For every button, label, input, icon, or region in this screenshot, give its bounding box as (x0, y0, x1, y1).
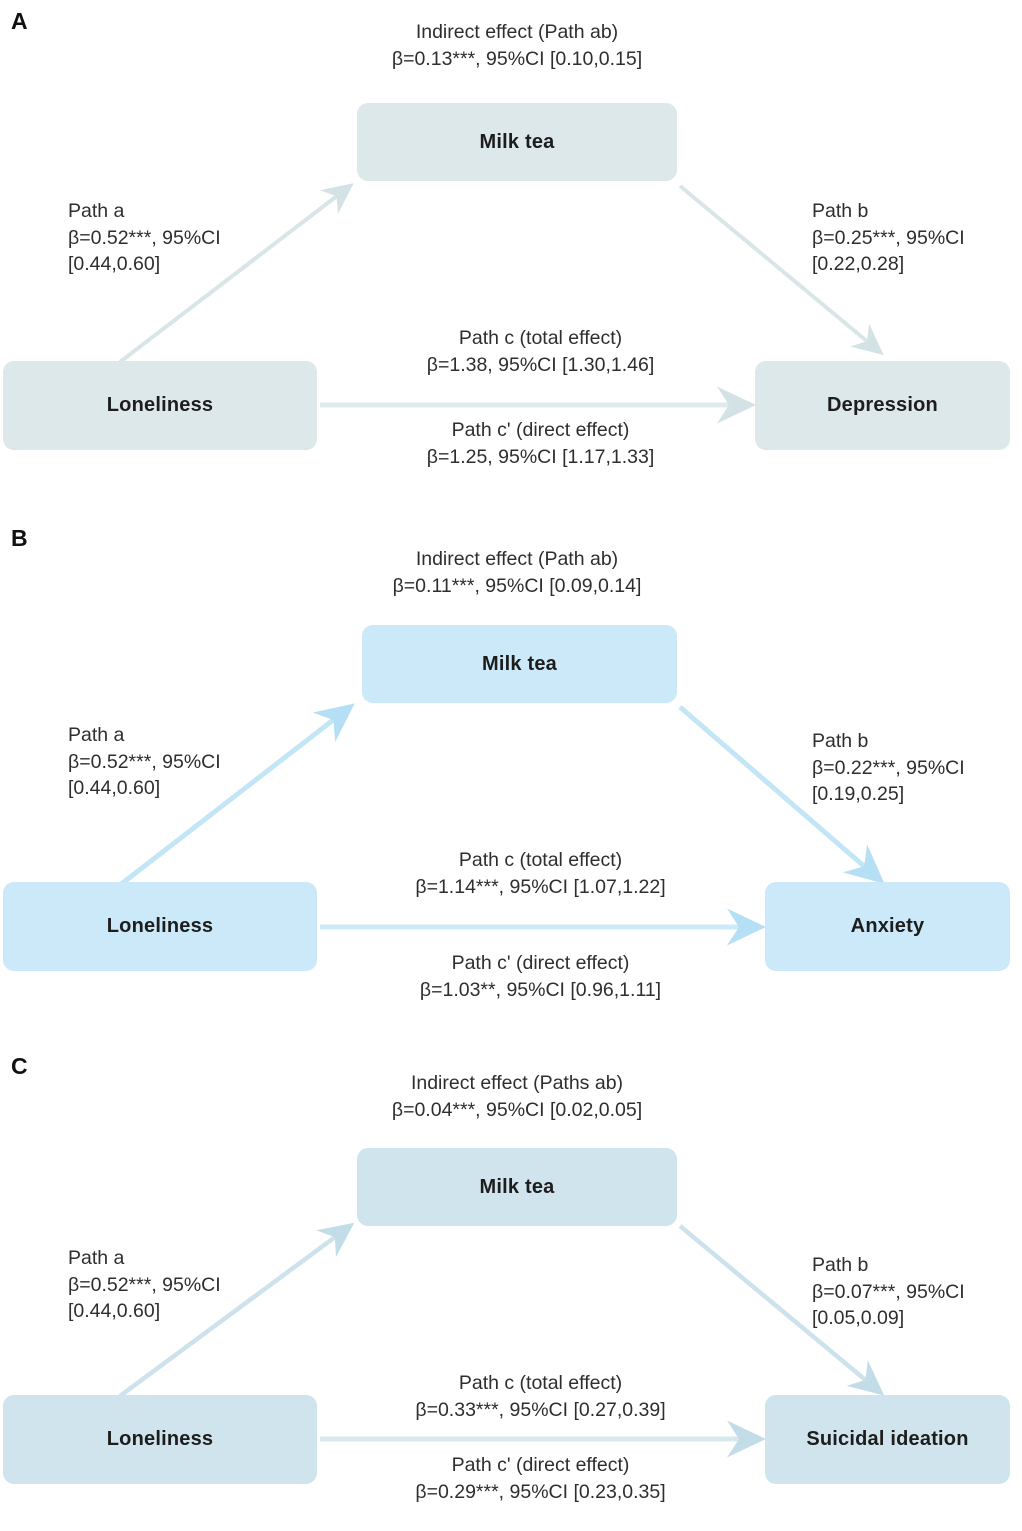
panel-c: C Milk tea Loneliness Suicidal ideation … (0, 1040, 1022, 1531)
node-outcome-anxiety: Anxiety (765, 882, 1010, 971)
arrow-path-a (118, 183, 354, 364)
panel-letter-a: A (11, 8, 29, 34)
node-label: Loneliness (106, 915, 214, 937)
node-outcome-depression: Depression (755, 361, 1010, 450)
path-b-title: Path b (812, 200, 869, 222)
panel-letter-b: B (11, 525, 29, 551)
panel-a-arrows (118, 183, 884, 424)
indirect-effect-label: Indirect effect (Path ab) β=0.13***, 95%… (311, 19, 723, 72)
node-label: Milk tea (479, 1175, 555, 1198)
path-c-stat: β=1.14***, 95%CI [1.07,1.22] (415, 875, 666, 898)
node-label: Milk tea (479, 130, 555, 153)
path-c-stat: β=0.33***, 95%CI [0.27,0.39] (415, 1398, 666, 1421)
indirect-effect-stat: β=0.13***, 95%CI [0.10,0.15] (391, 47, 643, 70)
path-a-label: Path a β=0.52***, 95%CI [0.44,0.60] (68, 198, 221, 278)
path-c-title: Path c (total effect) (458, 849, 623, 871)
path-b-stat-line2: [0.19,0.25] (812, 783, 905, 805)
path-b-stat-line2: [0.22,0.28] (812, 253, 905, 275)
indirect-effect-title: Indirect effect (Path ab) (415, 548, 619, 570)
panel-b: B Milk tea Loneliness Anxiety Indirect e… (0, 510, 1022, 1040)
node-outcome-suicidal-ideation: Suicidal ideation (765, 1395, 1010, 1484)
indirect-effect-label: Indirect effect (Path ab) β=0.11***, 95%… (311, 546, 723, 599)
path-a-title: Path a (68, 200, 125, 222)
arrow-path-b (678, 1224, 885, 1396)
path-a-stat-line2: [0.44,0.60] (68, 777, 161, 799)
node-mediator-milk-tea: Milk tea (357, 103, 677, 181)
path-c-prime-stat: β=0.29***, 95%CI [0.23,0.35] (415, 1480, 666, 1503)
path-a-label: Path a β=0.52***, 95%CI [0.44,0.60] (68, 722, 221, 802)
arrow-path-b (678, 705, 885, 884)
indirect-effect-stat: β=0.11***, 95%CI [0.09,0.14] (392, 574, 642, 597)
path-a-stat-line2: [0.44,0.60] (68, 1300, 161, 1322)
path-c-prime-stat: β=1.03**, 95%CI [0.96,1.11] (419, 978, 662, 1001)
path-b-stat-line1: β=0.22***, 95%CI (812, 756, 965, 779)
node-label: Loneliness (106, 394, 214, 416)
arrow-path-a (118, 1222, 355, 1398)
path-c-prime-stat: β=1.25, 95%CI [1.17,1.33] (426, 445, 655, 468)
indirect-effect-title: Indirect effect (Paths ab) (410, 1072, 624, 1094)
node-mediator-milk-tea: Milk tea (362, 625, 677, 703)
arrow-path-b (678, 184, 884, 356)
indirect-effect-stat: β=0.04***, 95%CI [0.02,0.05] (391, 1098, 643, 1121)
path-a-title: Path a (68, 724, 125, 746)
panel-letter-c: C (11, 1053, 29, 1079)
path-c-title: Path c (total effect) (458, 1372, 623, 1394)
node-predictor-loneliness: Loneliness (3, 1395, 317, 1484)
path-a-stat-line1: β=0.52***, 95%CI (68, 750, 221, 773)
path-c-label: Path c (total effect) β=1.38, 95%CI [1.3… (333, 325, 748, 378)
panel-c-arrows (118, 1222, 885, 1458)
node-predictor-loneliness: Loneliness (3, 361, 317, 450)
path-a-stat-line1: β=0.52***, 95%CI (68, 1273, 221, 1296)
path-c-prime-label: Path c' (direct effect) β=1.03**, 95%CI … (333, 950, 748, 1003)
node-predictor-loneliness: Loneliness (3, 882, 317, 971)
node-mediator-milk-tea: Milk tea (357, 1148, 677, 1226)
path-b-stat-line1: β=0.07***, 95%CI (812, 1280, 965, 1303)
panel-a: A Milk tea Loneliness Depression Indirec… (0, 0, 1022, 510)
path-b-stat-line2: [0.05,0.09] (812, 1307, 905, 1329)
path-c-stat: β=1.38, 95%CI [1.30,1.46] (426, 353, 655, 376)
node-label: Loneliness (106, 1428, 214, 1450)
panel-b-arrows (118, 703, 885, 946)
path-c-label: Path c (total effect) β=0.33***, 95%CI [… (333, 1370, 748, 1423)
path-c-prime-title: Path c' (direct effect) (451, 1454, 630, 1476)
node-label: Milk tea (482, 652, 557, 675)
path-b-label: Path b β=0.25***, 95%CI [0.22,0.28] (812, 198, 965, 278)
path-b-stat-line1: β=0.25***, 95%CI (812, 226, 965, 249)
path-c-prime-label: Path c' (direct effect) β=0.29***, 95%CI… (333, 1452, 748, 1505)
path-b-title: Path b (812, 730, 869, 752)
path-c-prime-label: Path c' (direct effect) β=1.25, 95%CI [1… (333, 417, 748, 470)
path-a-title: Path a (68, 1247, 125, 1269)
path-a-stat-line1: β=0.52***, 95%CI (68, 226, 221, 249)
path-c-title: Path c (total effect) (458, 327, 623, 349)
path-b-label: Path b β=0.22***, 95%CI [0.19,0.25] (812, 728, 965, 808)
path-c-prime-title: Path c' (direct effect) (451, 952, 630, 974)
node-label: Suicidal ideation (806, 1428, 969, 1450)
indirect-effect-label: Indirect effect (Paths ab) β=0.04***, 95… (311, 1070, 723, 1123)
path-b-label: Path b β=0.07***, 95%CI [0.05,0.09] (812, 1252, 965, 1332)
path-b-title: Path b (812, 1254, 869, 1276)
node-label: Depression (827, 394, 938, 416)
node-label: Anxiety (850, 915, 925, 937)
path-c-label: Path c (total effect) β=1.14***, 95%CI [… (333, 847, 748, 900)
path-a-stat-line2: [0.44,0.60] (68, 253, 161, 275)
path-a-label: Path a β=0.52***, 95%CI [0.44,0.60] (68, 1245, 221, 1325)
indirect-effect-title: Indirect effect (Path ab) (415, 21, 619, 43)
arrow-path-a (118, 703, 355, 887)
path-c-prime-title: Path c' (direct effect) (451, 419, 630, 441)
